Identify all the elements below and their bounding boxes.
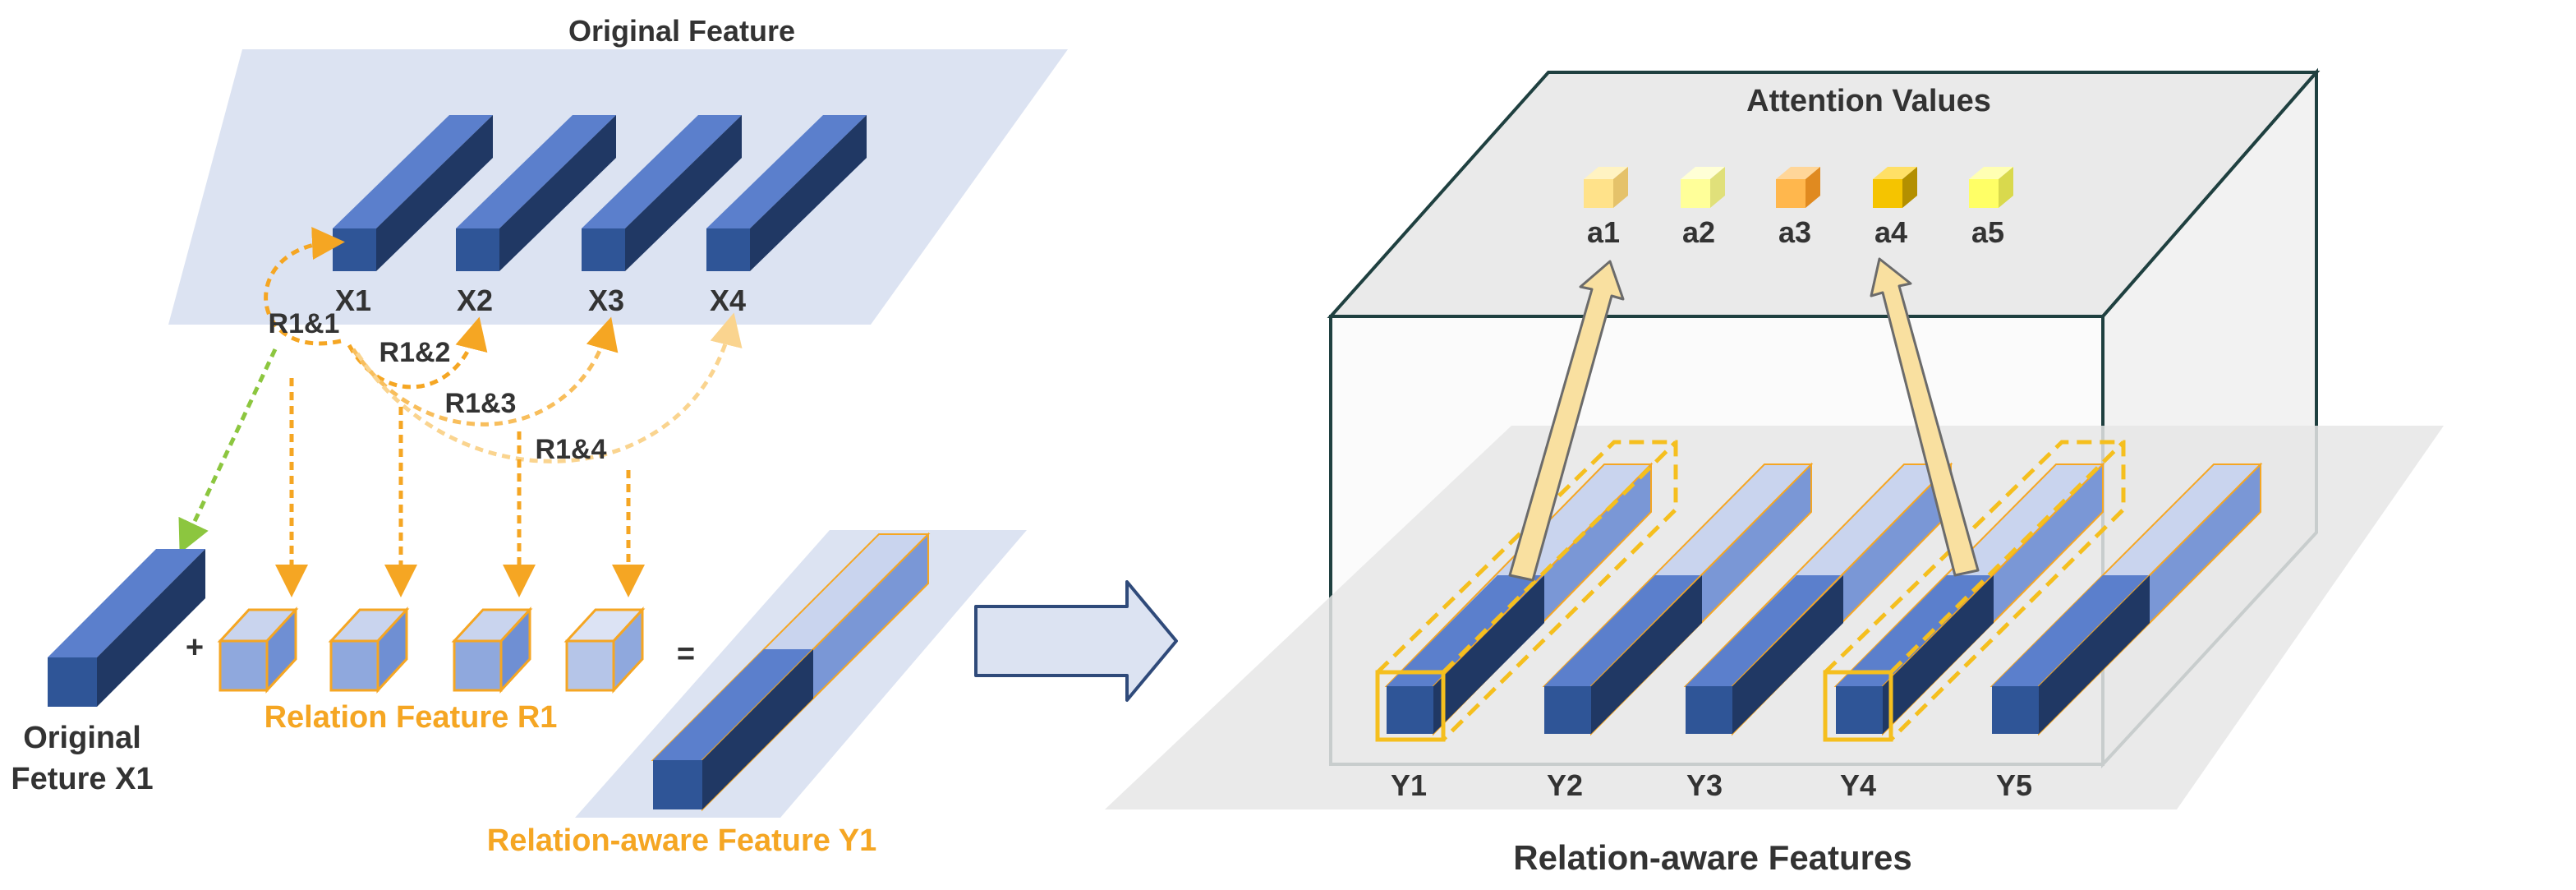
y-bar-5	[1990, 462, 2263, 736]
attention-arrow-1	[1508, 260, 1625, 582]
y-label-5: Y5	[1996, 768, 2032, 802]
attention-label-4: a4	[1874, 215, 1907, 249]
original-feature-label-line1: Original	[23, 721, 141, 755]
plus-sign: +	[186, 630, 204, 665]
y-bar-2	[1542, 462, 1814, 736]
attention-cube-1	[1584, 167, 1628, 208]
aware-feature-label: Relation-aware Feature Y1	[487, 823, 876, 858]
transition-arrow	[974, 580, 1178, 702]
x-bar-2	[456, 115, 616, 271]
right-caption: Relation-aware Features	[1513, 838, 1912, 877]
x-label-4: X4	[710, 284, 746, 317]
x-label-2: X2	[457, 284, 493, 317]
attention-label-3: a3	[1778, 215, 1811, 249]
attention-box-title: Attention Values	[1746, 84, 1991, 118]
x-label-3: X3	[588, 284, 624, 317]
original-feature-bar	[48, 549, 205, 707]
attention-arrow-2	[1870, 257, 1980, 577]
x-bar-1	[333, 115, 493, 271]
relation-arc-1-4	[355, 312, 743, 463]
original-feature-label-line2: Feture X1	[11, 762, 153, 796]
y-label-3: Y3	[1686, 768, 1723, 802]
relation-cube-4	[564, 606, 646, 694]
relation-label-1: R1&1	[269, 308, 340, 339]
attention-cube-4	[1873, 167, 1917, 208]
relation-cube-3	[451, 606, 533, 694]
attention-cube-3	[1776, 167, 1820, 208]
relation-label-2: R1&2	[380, 337, 451, 368]
x-label-1: X1	[335, 284, 371, 317]
attention-label-1: a1	[1587, 215, 1620, 249]
aware-feature-bar	[651, 532, 931, 812]
original-feature-title: Original Feature	[568, 14, 795, 48]
right-panel: Attention Values a1	[1105, 67, 2444, 877]
x-bar-3	[582, 115, 742, 271]
left-panel: Original Feature X1 X2 X3 X4	[11, 14, 1068, 858]
relation-cube-1	[217, 606, 299, 694]
attention-label-5: a5	[1971, 215, 2004, 249]
equals-sign: =	[677, 637, 695, 671]
relation-arc-1-2	[347, 316, 488, 390]
relation-arc-1-3	[351, 316, 619, 427]
original-link-arrow	[178, 348, 278, 554]
relation-label-4: R1&4	[536, 434, 607, 465]
relation-label-3: R1&3	[445, 388, 517, 419]
y-label-4: Y4	[1840, 768, 1876, 802]
y-label-2: Y2	[1547, 768, 1583, 802]
x-bar-4	[706, 115, 867, 271]
relation-feature-label: Relation Feature R1	[264, 700, 558, 735]
attention-cube-2	[1681, 167, 1725, 208]
y4-highlight-frame	[1823, 440, 2126, 742]
attention-label-2: a2	[1682, 215, 1715, 249]
y-label-1: Y1	[1391, 768, 1427, 802]
attention-cube-5	[1969, 167, 2013, 208]
relation-cube-2	[328, 606, 410, 694]
y-bar-4	[1833, 462, 2105, 736]
relation-arc-1-1	[264, 227, 345, 346]
